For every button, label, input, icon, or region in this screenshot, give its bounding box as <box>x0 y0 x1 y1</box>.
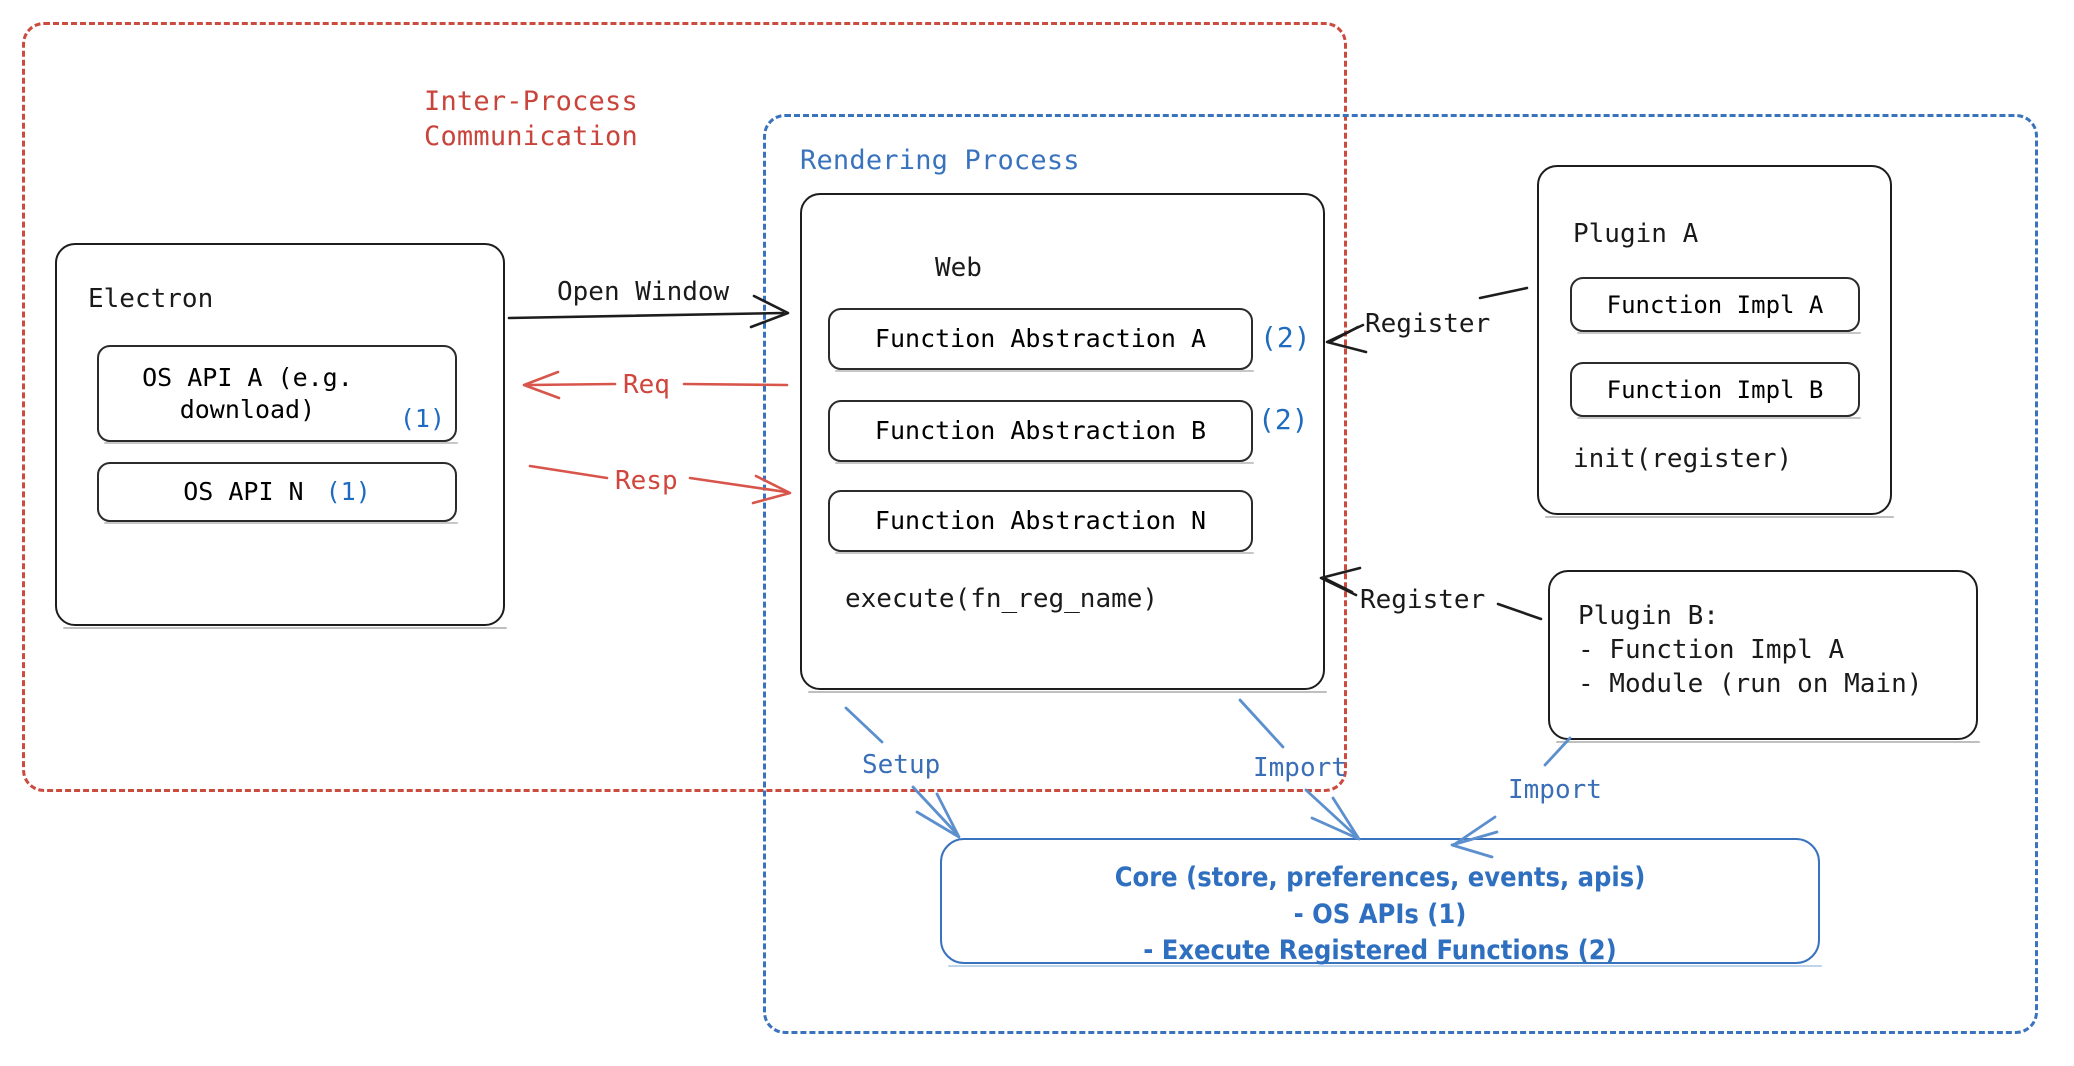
function-abstraction-b-label: Function Abstraction B <box>874 416 1207 446</box>
function-abstraction-a-label: Function Abstraction A <box>874 324 1207 354</box>
function-abstraction-b-box: Function Abstraction B <box>828 400 1254 464</box>
edge-label-resp: Resp <box>615 466 678 496</box>
plugin-a-function-impl-b-label: Function Impl B <box>1606 375 1824 404</box>
group-label-rendering-process: Rendering Process <box>800 145 1080 176</box>
edge-label-req: Req <box>623 370 670 400</box>
function-abstraction-n-label: Function Abstraction N <box>874 506 1207 536</box>
group-inter-process-communication <box>22 22 1347 792</box>
os-api-a-marker: (1) <box>399 403 445 433</box>
edge-label-register-plugin-b: Register <box>1360 585 1486 615</box>
edge-label-import-web: Import <box>1253 753 1347 783</box>
group-label-inter-process-communication: Inter-Process Communication <box>424 86 638 153</box>
function-abstraction-b-marker: (2) <box>1258 403 1309 436</box>
group-rendering-process <box>763 114 2038 1034</box>
edge-label-import-plugin-b: Import <box>1508 775 1602 805</box>
plugin-a-box <box>1537 165 1894 518</box>
function-abstraction-a-box: Function Abstraction A <box>828 308 1254 372</box>
os-api-n-marker: (1) <box>325 477 371 507</box>
web-title: Web <box>935 253 982 283</box>
plugin-a-init-label: init(register) <box>1573 444 1793 474</box>
plugin-b-box <box>1548 570 1980 743</box>
plugin-a-title: Plugin A <box>1573 219 1699 249</box>
os-api-a-label: OS API A (e.g. download) <box>142 363 353 424</box>
plugin-a-function-impl-a-label: Function Impl A <box>1606 290 1824 319</box>
plugin-b-text: Plugin B: - Function Impl A - Module (ru… <box>1578 601 1923 699</box>
os-api-a-box: OS API A (e.g. download) (1) <box>97 345 458 444</box>
function-abstraction-a-marker: (2) <box>1260 321 1311 354</box>
function-abstraction-n-box: Function Abstraction N <box>828 490 1254 554</box>
edge-label-setup: Setup <box>862 750 941 780</box>
os-api-n-label: OS API N <box>183 477 304 507</box>
edge-label-open-window: Open Window <box>557 277 730 307</box>
core-text: Core (store, preferences, events, apis) … <box>1114 862 1646 967</box>
plugin-a-function-impl-b-box: Function Impl B <box>1570 362 1861 419</box>
core-box <box>940 838 1822 967</box>
electron-title: Electron <box>88 284 214 314</box>
edge-label-register-plugin-a: Register <box>1365 309 1491 339</box>
plugin-a-function-impl-a-box: Function Impl A <box>1570 277 1861 334</box>
os-api-n-box: OS API N (1) <box>97 462 458 524</box>
web-execute-label: execute(fn_reg_name) <box>845 584 1159 614</box>
